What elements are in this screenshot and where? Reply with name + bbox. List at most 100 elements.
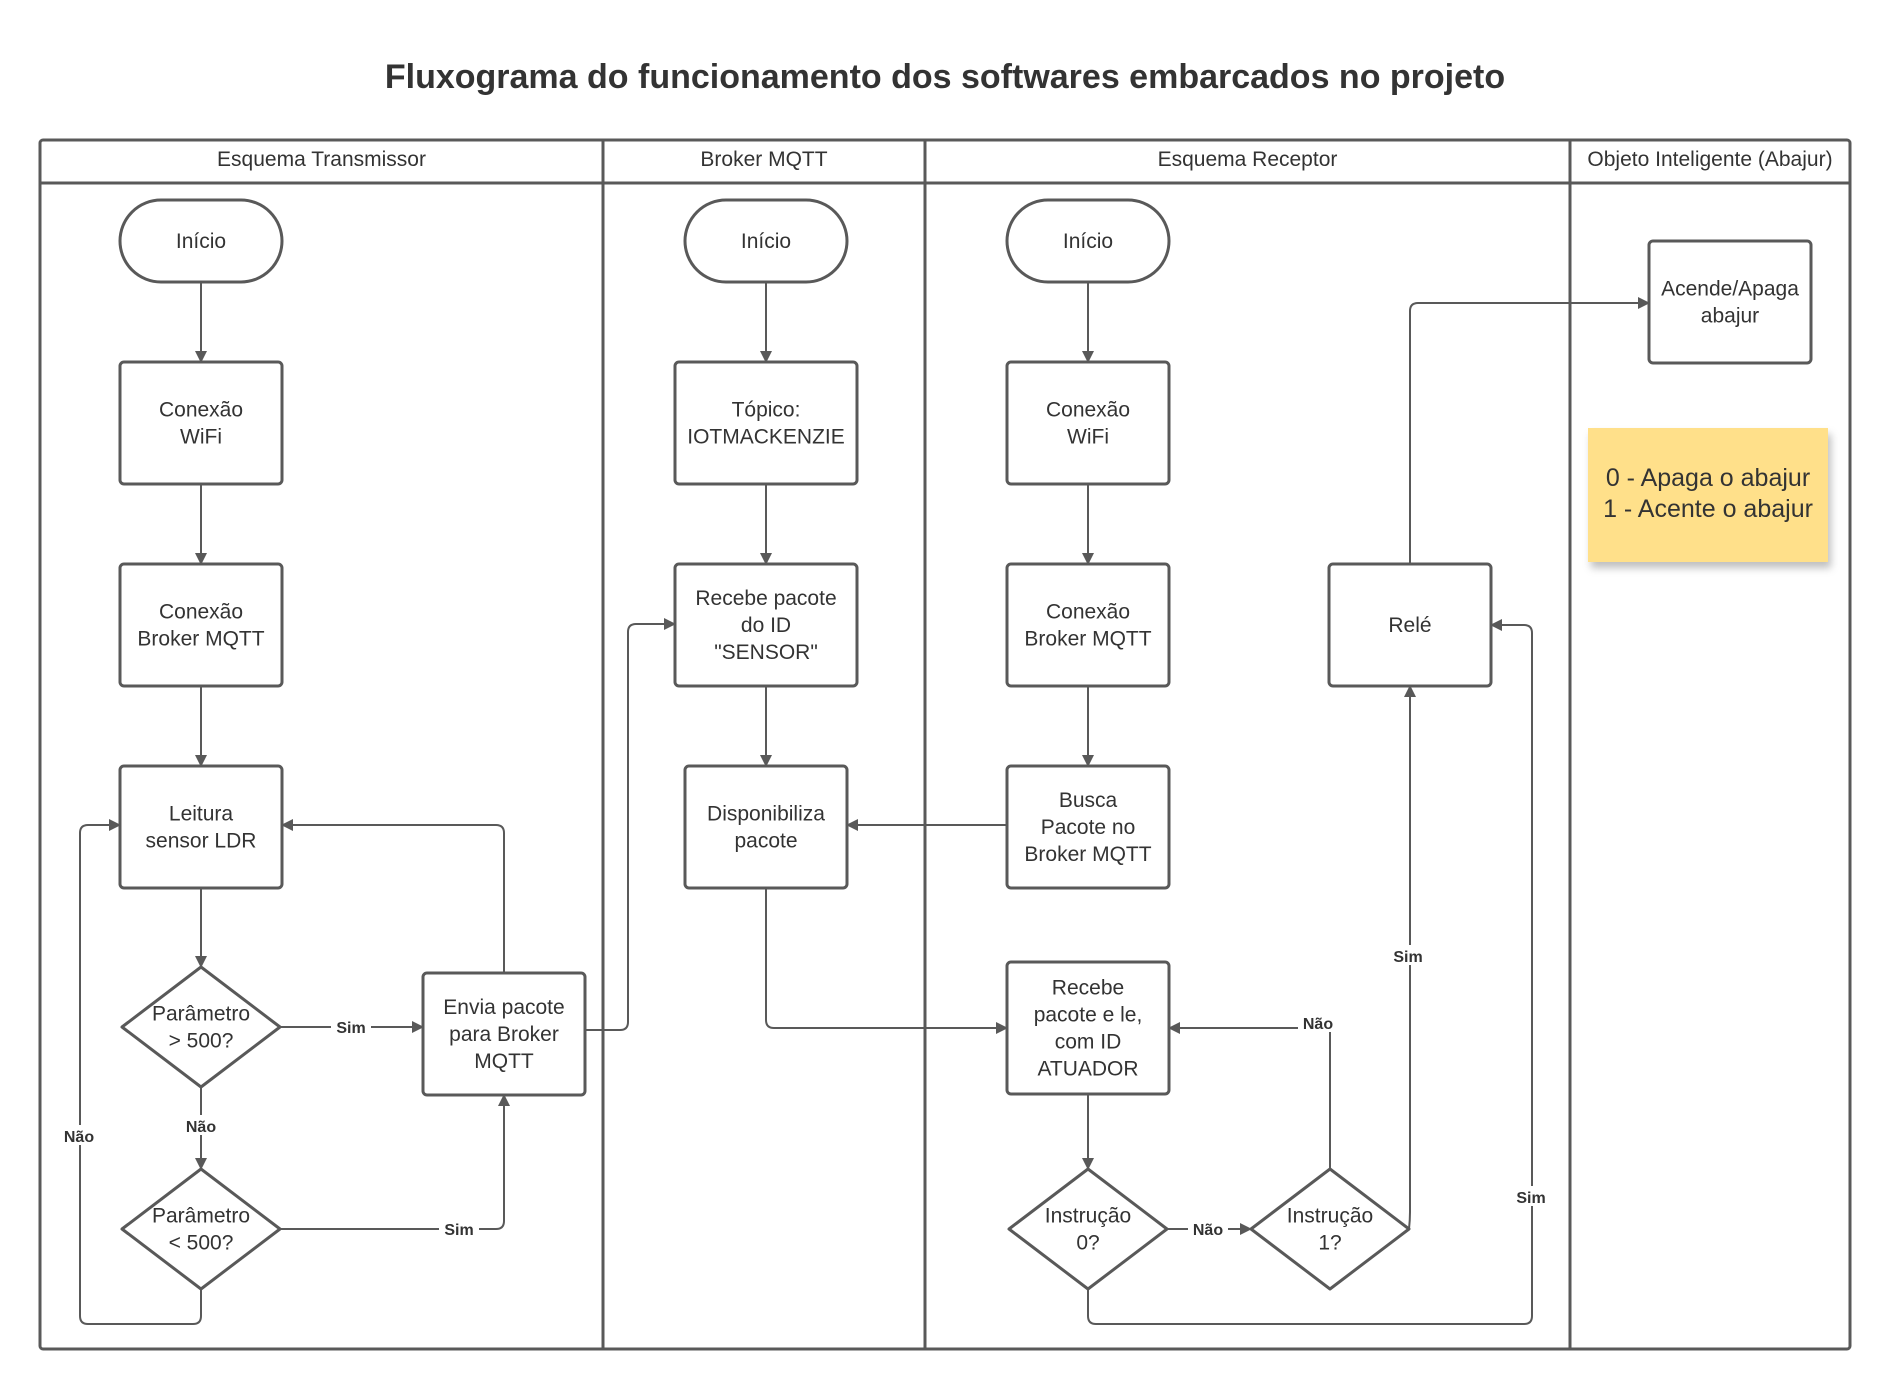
node-label-line: pacote: [734, 830, 797, 853]
connector-t-envia-to-b-recebe: [585, 618, 676, 1031]
decision-shape: [120, 965, 282, 1089]
node-label-line: 1?: [1318, 1232, 1341, 1255]
node-label-line: abajur: [1701, 305, 1759, 328]
process-shape: [118, 360, 284, 486]
node-label-line: com ID: [1055, 1031, 1122, 1054]
process-shape: [683, 764, 849, 890]
node-t-p500a: Parâmetro> 500?: [120, 965, 282, 1089]
process-shape: [673, 562, 859, 688]
node-label-line: < 500?: [169, 1232, 234, 1255]
edge-label-text: Sim: [1393, 949, 1422, 966]
node-label-line: Leitura: [169, 803, 234, 826]
terminal-shape: [683, 198, 849, 284]
node-label-line: Conexão: [159, 601, 243, 624]
node-label-line: para Broker: [449, 1023, 559, 1046]
edge-label-nao-500b: Não: [59, 1125, 99, 1146]
connector-r-i1-sim-to-rele: [1404, 685, 1416, 1230]
node-label-line: Disponibiliza: [707, 803, 825, 826]
node-label-line: Envia pacote: [443, 996, 564, 1019]
decision-shape: [120, 1167, 282, 1291]
node-b-disp: Disponibiliza pacote: [683, 764, 849, 890]
edge-label-sim-i0: Sim: [1511, 1186, 1551, 1207]
edge-label-bg: [1388, 945, 1428, 965]
connector-r-i1-nao-to-recebe: [1168, 1022, 1331, 1169]
node-label-line: Parâmetro: [152, 1205, 250, 1228]
node-label-line: pacote e le,: [1034, 1004, 1143, 1027]
connector-b-disp-to-r-recebe: [765, 888, 1008, 1034]
lane-title-objeto: Objeto Inteligente (Abajur): [1587, 148, 1832, 171]
edge-label-text: Sim: [444, 1222, 473, 1239]
node-label-line: Recebe: [1052, 977, 1124, 1000]
node-label-line: Tópico:: [732, 399, 801, 422]
decision-shape: [1249, 1167, 1411, 1291]
node-label-line: MQTT: [474, 1050, 534, 1073]
edge-label-bg: [1188, 1218, 1228, 1238]
node-label-line: sensor LDR: [146, 830, 257, 853]
terminal-shape: [1005, 198, 1171, 284]
lane-title-receptor: Esquema Receptor: [1158, 148, 1338, 171]
sticky-note-box: [1588, 428, 1828, 562]
decision-shape: [1007, 1167, 1169, 1291]
node-label-line: Início: [741, 230, 791, 253]
edge-label-bg: [1298, 1012, 1338, 1032]
node-b-inicio: Início: [683, 198, 849, 284]
node-label-line: "SENSOR": [714, 641, 818, 664]
edge-label-text: Não: [186, 1119, 216, 1136]
node-label-line: Broker MQTT: [1024, 628, 1151, 651]
connector-t-envia-to-leitura: [281, 819, 505, 973]
edge-label-text: Não: [1303, 1016, 1333, 1033]
node-label-line: Broker MQTT: [137, 628, 264, 651]
node-r-i1: Instrução 1?: [1249, 1167, 1411, 1291]
diagram-title: Fluxograma do funcionamento dos software…: [384, 58, 1506, 96]
edge-label-sim-500b: Sim: [439, 1218, 479, 1239]
process-shape: [1005, 360, 1171, 486]
node-label-line: WiFi: [1067, 426, 1109, 449]
connector-t-p500b-nao-to-leitura: [79, 819, 202, 1325]
process-shape: [1005, 562, 1171, 688]
node-label-line: Acende/Apaga: [1661, 278, 1799, 301]
lane-title-transmissor: Esquema Transmissor: [217, 148, 426, 171]
connector-t-p500b-sim-to-envia: [280, 1094, 510, 1230]
connector-r-rele-to-abajur: [1409, 297, 1650, 564]
process-shape: [118, 562, 284, 688]
lane-title-broker: Broker MQTT: [700, 148, 827, 171]
node-label-line: do ID: [741, 614, 791, 637]
connector-r-i0-sim-to-rele: [1087, 619, 1533, 1325]
node-label-line: WiFi: [180, 426, 222, 449]
node-label-line: Conexão: [1046, 399, 1130, 422]
node-label-line: Início: [1063, 230, 1113, 253]
process-shape: [673, 360, 859, 486]
process-shape: [118, 764, 284, 890]
edge-label-nao-i1: Não: [1298, 1012, 1338, 1033]
terminal-shape: [118, 198, 284, 284]
node-label-line: Conexão: [159, 399, 243, 422]
node-label-line: Broker MQTT: [1024, 843, 1151, 866]
process-shape: [1005, 764, 1171, 890]
node-label-line: Início: [176, 230, 226, 253]
node-r-inicio: Início: [1005, 198, 1171, 284]
edge-label-nao-500a: Não: [181, 1115, 221, 1136]
edge-label-text: Não: [1193, 1222, 1223, 1239]
node-r-rele: Relé: [1327, 562, 1493, 688]
edge-label-bg: [181, 1115, 221, 1135]
node-label-line: Busca: [1059, 789, 1118, 812]
connectors: [79, 282, 1650, 1325]
process-shape: [421, 971, 587, 1097]
node-label-line: IOTMACKENZIE: [687, 426, 845, 449]
node-label-line: Instrução: [1287, 1205, 1373, 1228]
edge-label-sim-i1: Sim: [1388, 945, 1428, 966]
node-label-line: > 500?: [169, 1030, 234, 1053]
node-label-line: Relé: [1388, 614, 1431, 637]
